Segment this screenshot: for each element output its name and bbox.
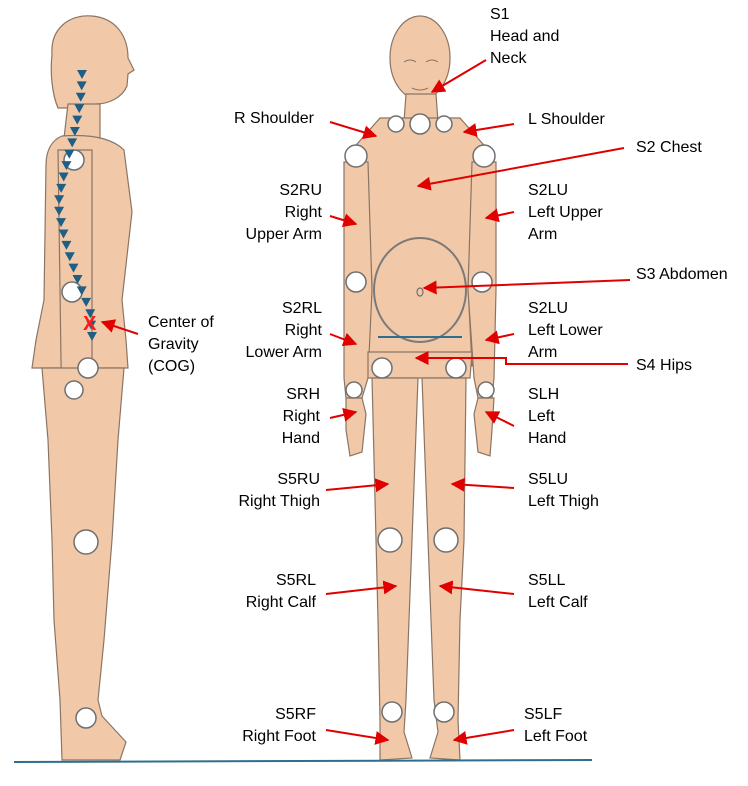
callout-arrows	[100, 59, 631, 745]
front-joint-neck-r	[387, 115, 405, 133]
side-joint-hip	[77, 357, 99, 379]
front-left-hand	[473, 397, 495, 457]
cog-mark: X	[83, 313, 97, 335]
arrow-slh	[484, 411, 515, 427]
spine-markers	[54, 70, 97, 341]
spine-marker	[61, 161, 72, 171]
spine-marker	[69, 126, 80, 136]
side-view-figure	[31, 15, 135, 761]
spine-marker	[85, 309, 96, 319]
spine-marker	[58, 229, 69, 239]
arrow-s5lu	[450, 477, 515, 492]
front-joint-neck-l	[435, 115, 453, 133]
spine-marker	[76, 286, 87, 296]
spine-marker	[86, 320, 97, 330]
label-l-shoulder: L Shoulder	[528, 111, 605, 128]
front-joint-l-knee	[433, 527, 459, 553]
front-right-hand	[345, 397, 367, 457]
arrow-s5rl	[325, 580, 398, 595]
spine-marker	[77, 70, 87, 79]
front-view-figure	[343, 15, 497, 761]
ground-line	[13, 759, 593, 763]
front-joint-r-ankle	[381, 701, 403, 723]
arrow-s3-abdomen	[422, 279, 631, 295]
side-joint-wrist	[64, 380, 84, 400]
arrow-cog	[100, 319, 139, 335]
spine-marker	[56, 183, 67, 193]
front-joint-neck	[409, 113, 431, 135]
spine-marker	[75, 92, 86, 102]
front-joint-l-hip	[445, 357, 467, 379]
side-joint-knee	[73, 529, 99, 555]
spine-marker	[76, 81, 87, 91]
front-joint-l-elbow	[471, 271, 493, 293]
front-joint-l-wrist	[477, 381, 495, 399]
arrow-s2ru	[329, 213, 358, 227]
side-leg	[41, 367, 127, 761]
spine-marker	[54, 195, 65, 205]
spine-marker	[67, 138, 78, 148]
spine-marker	[72, 275, 83, 285]
spine-marker	[54, 206, 65, 216]
spine-marker	[68, 263, 79, 273]
side-neck	[63, 103, 101, 139]
spine-marker	[72, 115, 83, 125]
front-joint-l-shoulder	[472, 144, 496, 168]
front-right-leg	[371, 377, 419, 761]
front-joint-r-wrist	[345, 381, 363, 399]
arrow-srh	[329, 408, 358, 422]
front-joint-r-shoulder	[344, 144, 368, 168]
label-s4-hips: S4 Hips	[636, 357, 693, 374]
front-joints	[344, 113, 496, 723]
arrow-l-shoulder	[462, 123, 515, 137]
arrow-s2lu-upper	[484, 208, 515, 223]
side-joint-ankle	[75, 707, 97, 729]
front-face	[403, 59, 439, 91]
spine-marker	[61, 240, 72, 250]
label-r-shoulder: R Shoulder	[233, 110, 314, 127]
arrow-s2lu-lower	[484, 330, 515, 345]
arrow-s5rf	[325, 729, 390, 745]
spine-marker	[87, 332, 97, 341]
label-s3-abdomen: S3 Abdomen	[636, 266, 728, 283]
arrow-s1	[430, 59, 487, 93]
cog-label: Center of Gravity (COG)	[148, 314, 214, 375]
spine-marker	[56, 218, 67, 228]
spine-marker	[58, 172, 69, 182]
arrow-s2rl	[329, 332, 358, 347]
front-joint-r-hip	[371, 357, 393, 379]
front-joint-r-knee	[377, 527, 403, 553]
label-s2-chest: S2 Chest	[636, 139, 702, 156]
spine-marker	[74, 104, 85, 114]
spine-marker	[64, 149, 75, 159]
arrow-s4-hips	[414, 351, 628, 365]
spine-marker	[64, 252, 75, 262]
arrow-s2-chest	[416, 147, 625, 191]
side-head	[50, 15, 135, 109]
arrow-s5ru	[325, 478, 390, 493]
arrow-s5lf	[452, 729, 515, 745]
abdomen-ring	[373, 237, 467, 343]
arrow-s5ll	[438, 580, 515, 595]
front-joint-r-elbow	[345, 271, 367, 293]
front-joint-l-ankle	[433, 701, 455, 723]
spine-marker	[81, 297, 92, 307]
arrow-r-shoulder	[329, 121, 378, 140]
side-joint-elbow	[61, 281, 83, 303]
